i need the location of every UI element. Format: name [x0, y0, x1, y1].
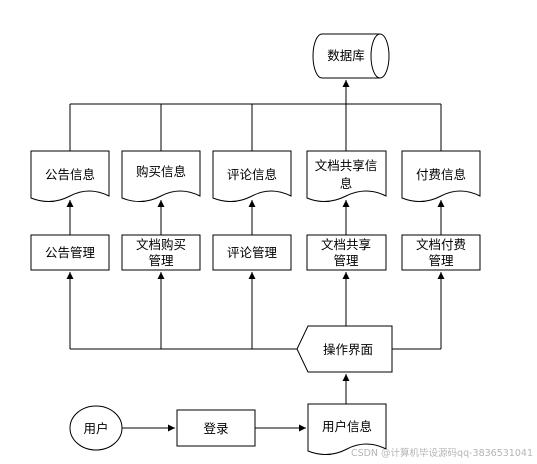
operation-ui-label: 操作界面 [323, 342, 373, 357]
user-label: 用户 [83, 421, 108, 436]
purchase-info-label: 购买信息 [136, 164, 186, 179]
share-info-label-2: 息 [340, 176, 353, 191]
notice-mgmt-label: 公告管理 [45, 245, 96, 260]
share-mgmt-label-2: 管理 [333, 253, 359, 268]
notice-info-doc [30, 150, 110, 202]
comment-info-label: 评论信息 [227, 167, 277, 182]
database-node [312, 33, 390, 79]
share-info-label-1: 文档共享信 [315, 158, 378, 173]
purchase-mgmt-label-2: 管理 [148, 253, 174, 268]
user-info-doc [307, 403, 387, 455]
payment-info-label: 付费信息 [416, 167, 466, 182]
user-info-label: 用户信息 [322, 419, 372, 434]
comment-mgmt-label: 评论管理 [227, 245, 278, 260]
payment-mgmt-label-1: 文档付费 [416, 237, 466, 252]
comment-info-doc [212, 150, 292, 202]
purchase-mgmt-label-1: 文档购买 [136, 237, 186, 252]
watermark: CSDN @计算机毕设源码qq-3836531041 [351, 447, 533, 459]
operation-ui-node [296, 325, 393, 373]
payment-info-doc [401, 150, 481, 202]
payment-mgmt-label-2: 管理 [428, 253, 454, 268]
login-label: 登录 [203, 421, 228, 436]
share-mgmt-label-1: 文档共享 [321, 237, 371, 252]
purchase-info-doc [121, 150, 201, 202]
database-label: 数据库 [327, 48, 365, 63]
notice-info-label: 公告信息 [45, 167, 95, 182]
share-info-doc [306, 150, 387, 202]
